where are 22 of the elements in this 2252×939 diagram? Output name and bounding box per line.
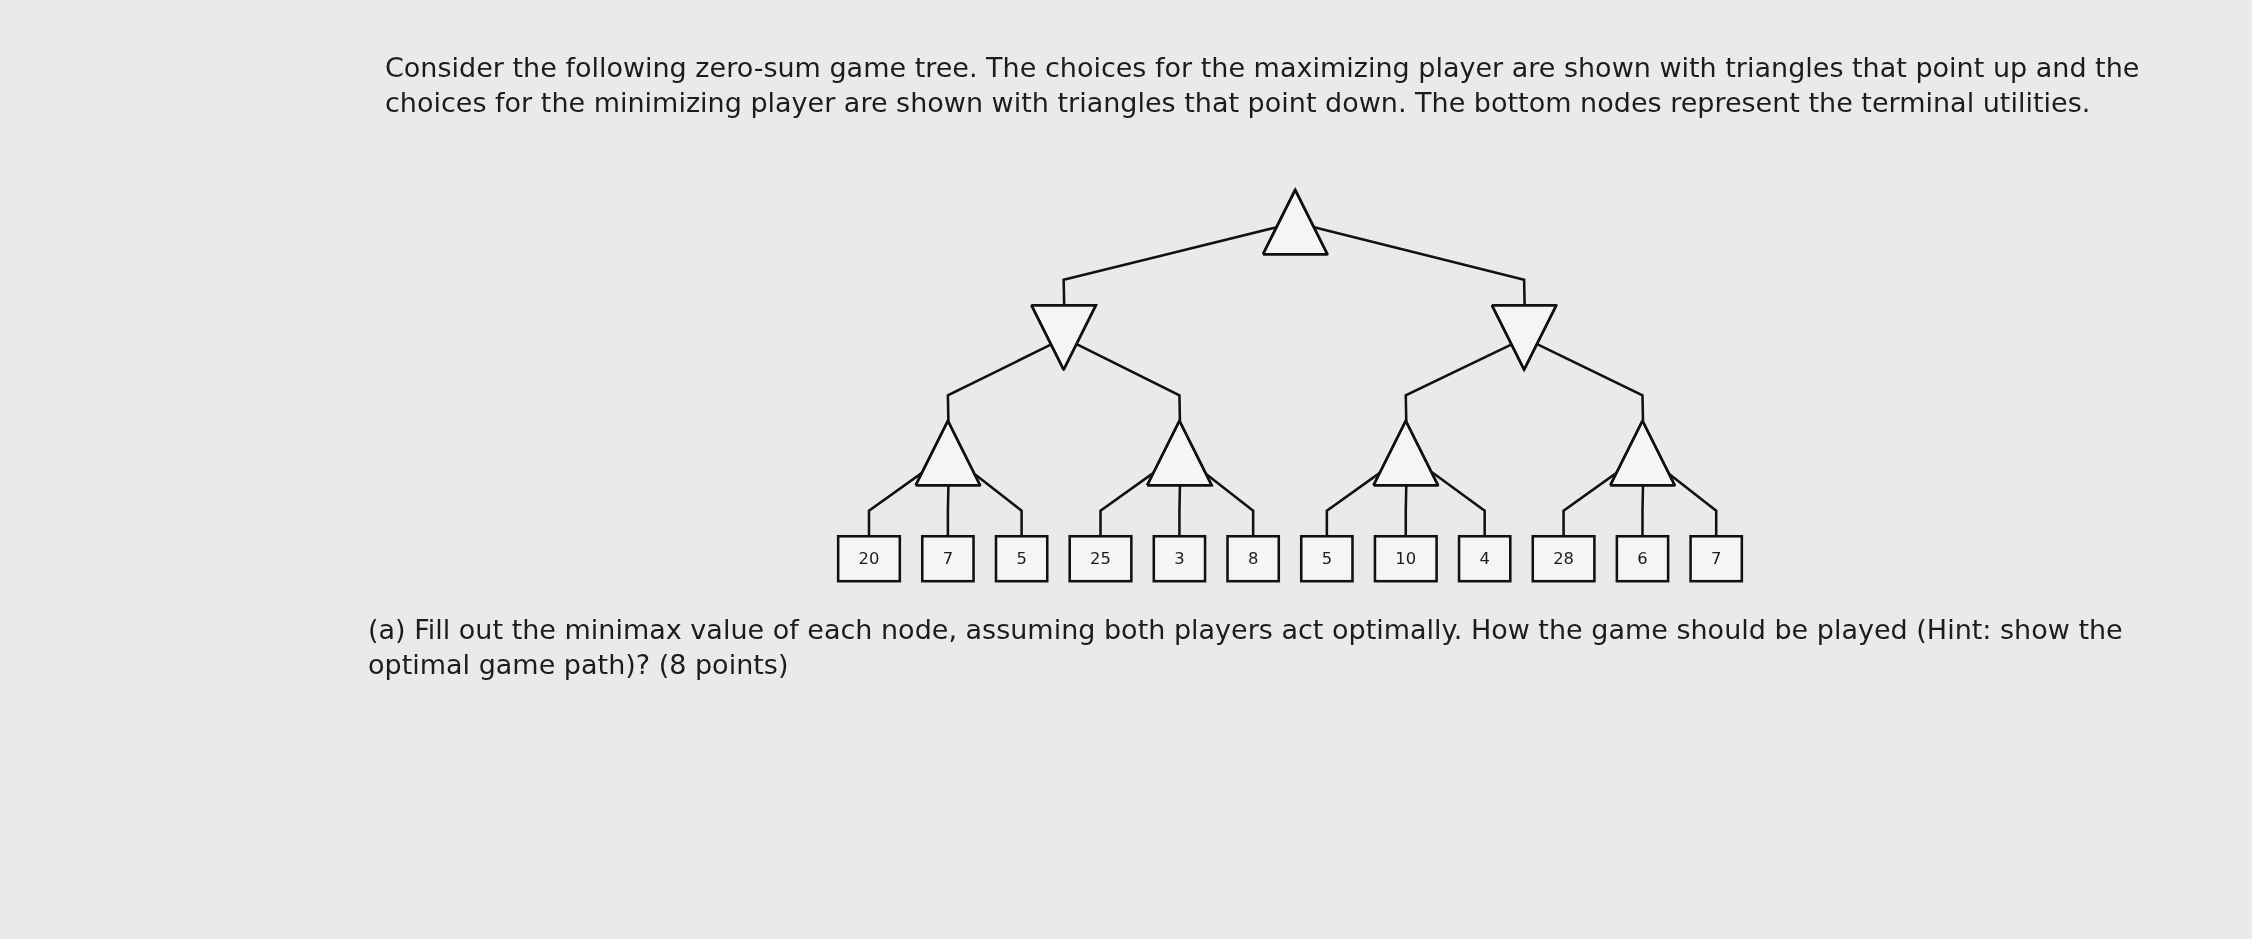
node-box: 25: [1068, 535, 1133, 583]
node-box: 28: [1531, 535, 1596, 583]
node-box: 6: [1615, 535, 1670, 583]
connector: [1641, 485, 1645, 537]
question-text: (a) Fill out the minimax value of each node, assuming both players act optimally. How the game should be played (Hint: show the optimal game path)? (8 points): [368, 613, 2124, 683]
connector: [1178, 485, 1182, 537]
node-box: 5: [994, 535, 1049, 583]
node-box: 20: [836, 535, 902, 583]
node-box: 8: [1226, 535, 1281, 583]
connector: [1404, 485, 1408, 537]
node-box: 7: [1689, 535, 1744, 583]
connector: [946, 485, 950, 537]
intro-paragraph: Consider the following zero-sum game tree. The choices for the maximizing player are shown with triangles that point up and the choices for the minimizing player are shown with triangles that point down. The bottom nodes represent the terminal utilities.: [385, 51, 2141, 121]
node-box: 7: [921, 535, 975, 583]
connector: [1537, 343, 1645, 422]
node-box: 4: [1457, 535, 1512, 583]
connector: [946, 343, 1052, 422]
connector: [1313, 225, 1526, 306]
connector: [1076, 343, 1182, 422]
node-box: 10: [1373, 535, 1438, 583]
node-box: 5: [1299, 535, 1354, 583]
node-box: 3: [1152, 535, 1207, 583]
